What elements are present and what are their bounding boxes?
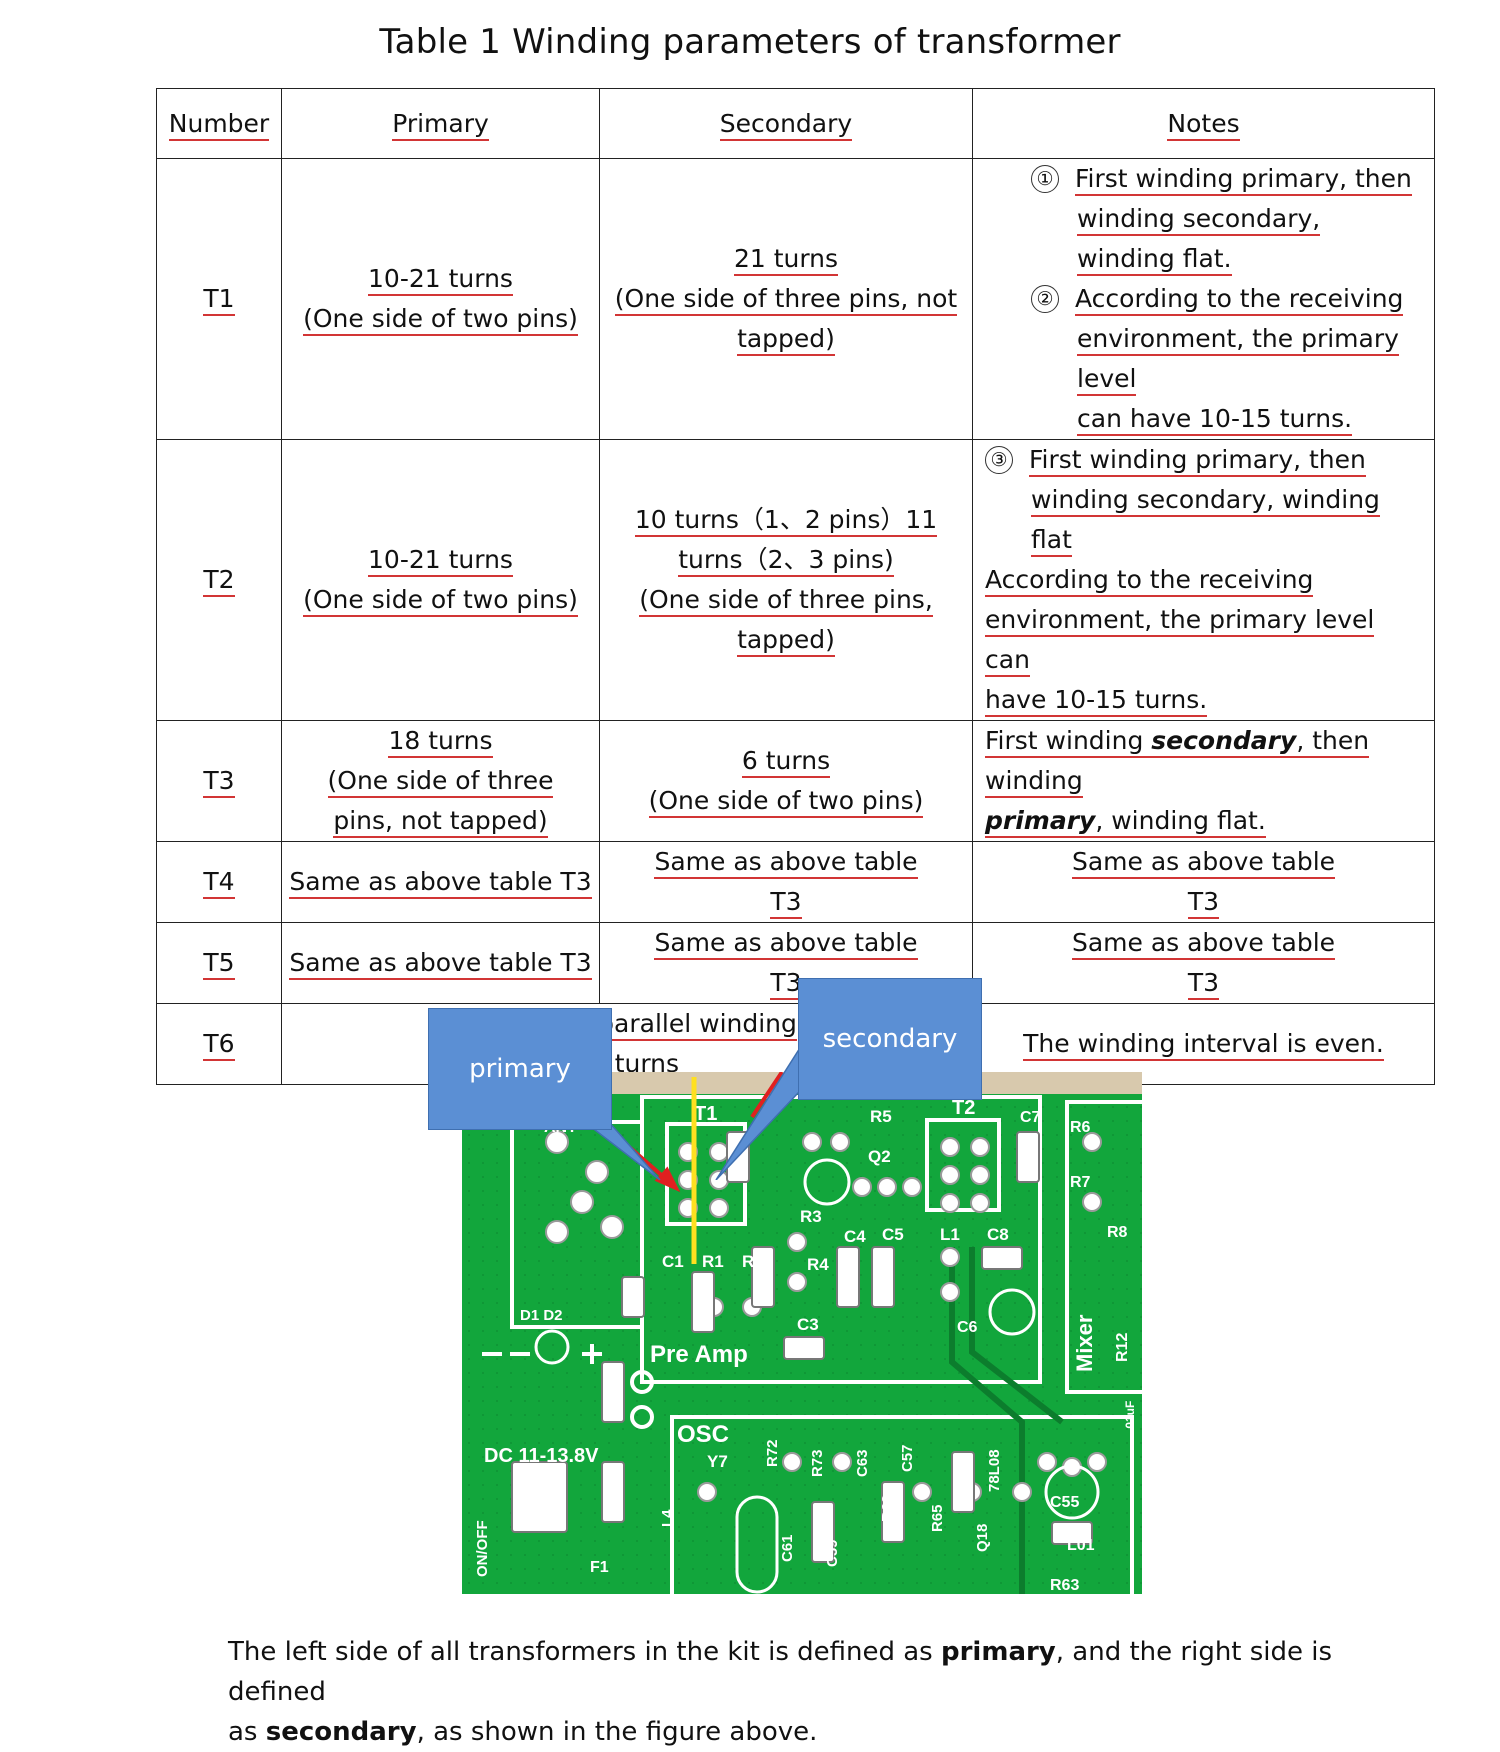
label-c61: C61 — [779, 1534, 796, 1562]
label-osc: OSC — [677, 1421, 729, 1448]
label-l4: L4 — [659, 1509, 676, 1527]
cell-number: T2 — [156, 439, 282, 721]
label-f1: F1 — [590, 1559, 609, 1576]
label-c7: C7 — [1020, 1109, 1041, 1126]
cell-primary: 10-21 turns (One side of two pins) — [281, 439, 600, 721]
label-c4: C4 — [844, 1227, 866, 1246]
label-t2: T2 — [952, 1097, 975, 1119]
label-t1: T1 — [694, 1103, 717, 1125]
winding-table: Number Primary Secondary Notes T1 10-21 … — [156, 88, 1435, 1085]
cell-number: T5 — [156, 922, 282, 1004]
label-dc: DC 11-13.8V — [484, 1445, 599, 1467]
table-title: Table 1 Winding parameters of transforme… — [379, 22, 1121, 62]
cell-secondary: 6 turns (One side of two pins) — [599, 720, 973, 842]
callout-primary: primary — [428, 1008, 612, 1130]
label-r8: R8 — [1107, 1224, 1128, 1241]
label-c63: C63 — [854, 1449, 871, 1477]
header-secondary: Secondary — [599, 88, 973, 159]
label-r65: R65 — [929, 1504, 946, 1532]
cell-primary: Same as above table T3 — [281, 922, 600, 1004]
label-c8: C8 — [987, 1225, 1009, 1244]
label-r63: R63 — [1050, 1577, 1079, 1594]
header-number: Number — [156, 88, 282, 159]
header-notes: Notes — [972, 88, 1435, 159]
label-r12: R12 — [1114, 1333, 1131, 1362]
label-r2: R2 — [742, 1252, 764, 1271]
label-d1d2: D1 D2 — [520, 1307, 563, 1324]
label-c55: C55 — [1050, 1494, 1079, 1511]
label-y7: Y7 — [707, 1452, 728, 1471]
cell-number: T4 — [156, 841, 282, 923]
label-r72: R72 — [764, 1439, 781, 1467]
cell-notes: The winding interval is even. — [972, 1003, 1435, 1085]
table-row-t5: T5 Same as above table T3 Same as above … — [156, 922, 1435, 1004]
label-c3: C3 — [797, 1315, 819, 1334]
circled-number-icon: ③ — [985, 446, 1013, 474]
label-c5: C5 — [882, 1225, 904, 1244]
label-preamp: Pre Amp — [650, 1341, 748, 1368]
callout-secondary: secondary — [798, 978, 982, 1100]
cell-primary: 18 turns (One side of three pins, not ta… — [281, 720, 600, 842]
label-r4: R4 — [807, 1255, 829, 1274]
label-l1: L1 — [940, 1225, 960, 1244]
label-r3: R3 — [800, 1207, 822, 1226]
label-c57: C57 — [899, 1444, 916, 1472]
table-row-t1: T1 10-21 turns (One side of two pins) 21… — [156, 158, 1435, 440]
label-c6: C6 — [957, 1319, 978, 1336]
header-primary: Primary — [281, 88, 600, 159]
circled-number-icon: ② — [1031, 285, 1059, 313]
label-r69: R69 — [879, 1494, 896, 1522]
label-r6: R6 — [1070, 1119, 1091, 1136]
label-01uf: .01uF — [1123, 1401, 1137, 1432]
label-q2: Q2 — [868, 1147, 891, 1166]
circled-number-icon: ① — [1031, 165, 1059, 193]
label-r1: R1 — [702, 1252, 724, 1271]
cell-secondary: 10 turns（1、2 pins）11 turns（2、3 pins) (On… — [599, 439, 973, 721]
label-l01: L01 — [1067, 1537, 1095, 1554]
label-mixer: Mixer — [1072, 1314, 1097, 1372]
label-c59: C59 — [824, 1539, 841, 1567]
table-row-t4: T4 Same as above table T3 Same as above … — [156, 841, 1435, 923]
table-row-t3: T3 18 turns (One side of three pins, not… — [156, 720, 1435, 842]
cell-primary: Same as above table T3 — [281, 841, 600, 923]
table-header-row: Number Primary Secondary Notes — [156, 88, 1435, 159]
cell-secondary: 21 turns (One side of three pins, not ta… — [599, 158, 973, 440]
footer-caption: The left side of all transformers in the… — [228, 1637, 1333, 1747]
table-row-t2: T2 10-21 turns (One side of two pins) 10… — [156, 439, 1435, 721]
label-c1: C1 — [662, 1252, 684, 1271]
cell-number: T3 — [156, 720, 282, 842]
label-r5: R5 — [870, 1107, 892, 1126]
cell-primary: 10-21 turns (One side of two pins) — [281, 158, 600, 440]
label-onoff: ON/OFF — [474, 1520, 491, 1577]
cell-number: T1 — [156, 158, 282, 440]
cell-notes: First winding secondary, then winding pr… — [972, 720, 1435, 842]
label-r73: R73 — [809, 1449, 826, 1477]
label-r7: R7 — [1070, 1174, 1091, 1191]
cell-number: T6 — [156, 1003, 282, 1085]
pcb-photo: ANT T1 T2 R5 Q2 C7 R6 R7 R8 R3 C4 C5 L1 … — [462, 1072, 1142, 1594]
label-78l08: 78L08 — [986, 1449, 1003, 1492]
label-q18: Q18 — [974, 1524, 991, 1552]
